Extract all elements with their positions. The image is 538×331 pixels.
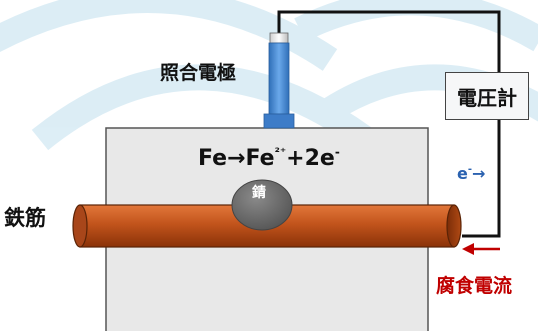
- reaction-charge-1: ²⁺: [274, 145, 287, 159]
- rust-label: 錆: [252, 185, 266, 201]
- voltmeter: 電圧計: [445, 72, 529, 120]
- reaction-part-1: Fe→Fe: [198, 146, 275, 171]
- reaction-equation: Fe→Fe²⁺+2e-: [198, 145, 340, 171]
- rebar-label: 鉄筋: [4, 206, 46, 230]
- wiring: [277, 10, 501, 238]
- reaction-part-2: +2e: [286, 146, 335, 171]
- reaction-charge-2: -: [334, 145, 340, 159]
- corrosion-current-arrow: [462, 243, 500, 255]
- reference-electrode: [263, 32, 295, 129]
- electron-flow-label: e-→: [457, 164, 485, 183]
- corrosion-current-label: 腐食電流: [436, 275, 513, 297]
- electron-charge: -: [467, 164, 473, 175]
- rust-spot: [231, 179, 293, 231]
- electron-symbol: e: [457, 164, 468, 183]
- background-arcs: [0, 0, 538, 161]
- voltmeter-label: 電圧計: [457, 85, 517, 110]
- electron-arrow: →: [472, 164, 486, 183]
- reference-electrode-label: 照合電極: [160, 62, 237, 84]
